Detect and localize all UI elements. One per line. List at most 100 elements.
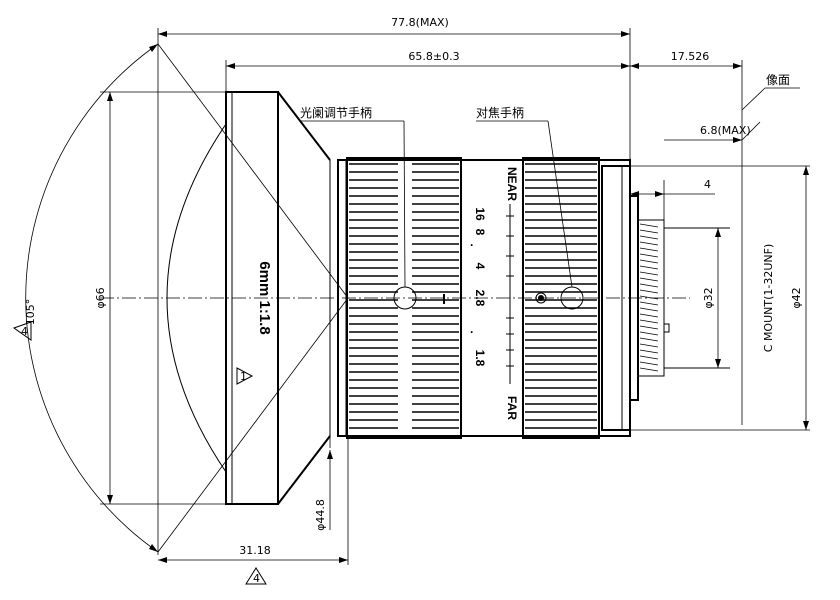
- focus-ring: [522, 157, 600, 439]
- thread-tooth: [639, 325, 659, 330]
- iris-callout-label: 光阑调节手柄: [300, 105, 372, 120]
- thread-tooth: [639, 355, 659, 360]
- mount-notch: [663, 323, 670, 333]
- thread-tooth: [639, 247, 659, 252]
- thread-tooth: [639, 241, 659, 246]
- lens-marking: 6mm 1:1.8: [256, 261, 273, 334]
- dim-body-dia-text: φ42: [790, 287, 803, 308]
- dim-protrusion-text: 6.8(MAX): [700, 124, 751, 137]
- view-ray-top: [157, 43, 349, 299]
- f-stop-16: 16: [473, 207, 487, 221]
- c-mount-label: C MOUNT(1-32UNF): [762, 244, 775, 352]
- view-angle: 105° 4: [12, 43, 349, 553]
- dim-overall-text: 77.8(MAX): [391, 16, 449, 29]
- dim-mount-depth: 4: [630, 178, 715, 197]
- taper-top: [277, 91, 331, 161]
- iris-callout-leader: [403, 120, 406, 288]
- dim-filter-diameter: φ44.8: [314, 436, 333, 531]
- thread-tooth: [639, 229, 659, 234]
- thread-tooth: [639, 301, 659, 306]
- mount-thread: [639, 223, 659, 372]
- dim-body-length: 65.8±0.3: [226, 50, 630, 69]
- thread-tooth: [639, 349, 659, 354]
- focus-ring-knurl: [525, 163, 597, 429]
- datum-triangle-bottom: [245, 567, 267, 585]
- thread-tooth: [639, 289, 659, 294]
- dim-body-diameter: φ42: [790, 166, 809, 430]
- focus-scale: NEAR FAR: [505, 167, 519, 420]
- image-plane-callout: 像面: [741, 73, 800, 111]
- focus-index-dot-fill: [538, 295, 544, 301]
- thread-tooth: [639, 277, 659, 282]
- thread-tooth: [639, 319, 659, 324]
- view-angle-text: 105°: [24, 299, 37, 326]
- mount-thread-body: [637, 219, 665, 377]
- focus-near-label: NEAR: [505, 167, 519, 201]
- c-mount: [629, 195, 730, 401]
- datum-lens-label: 1: [240, 370, 247, 383]
- focus-index-dot: [535, 292, 547, 304]
- extension-lines: [100, 28, 810, 565]
- f-stop-8: 8: [473, 229, 487, 236]
- dim-mount-dia-text: φ32: [702, 287, 715, 308]
- thread-tooth: [639, 223, 659, 228]
- aperture-dot-1: ·: [470, 238, 474, 252]
- focus-callout: 对焦手柄: [476, 106, 573, 288]
- thread-tooth: [639, 265, 659, 270]
- view-ray-bottom: [157, 297, 349, 553]
- f-stop-2-8: 2.8: [473, 290, 487, 307]
- dim-protrusion-arrow: [733, 137, 742, 143]
- thread-tooth: [639, 367, 659, 372]
- aperture-scale: 16 8 · 4 2.8 · 1.8: [470, 207, 487, 366]
- thread-tooth: [639, 271, 659, 276]
- iris-callout: 光阑调节手柄: [300, 105, 406, 288]
- datum-triangle-lens: [236, 367, 254, 385]
- focus-callout-label: 对焦手柄: [476, 106, 524, 120]
- image-plane-label: 像面: [766, 73, 790, 87]
- thread-tooth: [639, 283, 659, 288]
- aperture-dot-2: ·: [470, 325, 474, 339]
- iris-ring-knurl: [349, 163, 459, 429]
- dim-flange-back: 17.526: [630, 50, 742, 69]
- front-barrel: [225, 91, 279, 505]
- dim-front-dia-text: φ66: [94, 287, 107, 308]
- taper-bottom: [277, 435, 331, 505]
- thread-tooth: [639, 253, 659, 258]
- dim-front-to-ring: 31.18 4: [158, 544, 348, 585]
- thread-tooth: [639, 295, 659, 300]
- dim-mount-depth-arrows: [630, 191, 664, 197]
- focus-far-label: FAR: [505, 396, 519, 420]
- thread-tooth: [639, 331, 659, 336]
- front-lens-group: 6mm 1:1.8 1: [166, 91, 331, 505]
- dim-ring-text: 31.18: [239, 544, 271, 557]
- thread-tooth: [639, 343, 659, 348]
- dim-overall-length: 77.8(MAX): [158, 16, 630, 37]
- view-angle-arc: [25, 43, 159, 553]
- front-glass-dome: [166, 123, 227, 473]
- dim-back-protrusion: 6.8(MAX): [664, 121, 761, 143]
- datum-front-label: 4: [21, 325, 28, 338]
- f-stop-1-8: 1.8: [473, 350, 487, 367]
- thread-tooth: [639, 235, 659, 240]
- dim-filter-arrow: [327, 450, 333, 459]
- thread-tooth: [639, 259, 659, 264]
- dim-mount-diameter: φ32: [702, 228, 721, 368]
- f-stop-4: 4: [473, 263, 487, 270]
- dim-front-diameter: φ66: [94, 92, 113, 504]
- dim-filter-text: φ44.8: [314, 499, 327, 531]
- image-plane-leader: [741, 87, 766, 111]
- dim-flange-text: 17.526: [671, 50, 710, 63]
- thread-tooth: [639, 337, 659, 342]
- thread-tooth: [639, 313, 659, 318]
- focus-callout-leader: [547, 120, 573, 288]
- thread-tooth: [639, 307, 659, 312]
- dim-body-text: 65.8±0.3: [408, 50, 459, 63]
- focus-scale-ticks: [506, 215, 514, 367]
- thread-tooth: [639, 361, 659, 366]
- dim-protrusion-leader: [741, 121, 761, 141]
- datum-bottom-label: 4: [253, 572, 260, 585]
- datum-triangle-front: [12, 321, 32, 341]
- dim-mount-depth-text: 4: [704, 178, 711, 191]
